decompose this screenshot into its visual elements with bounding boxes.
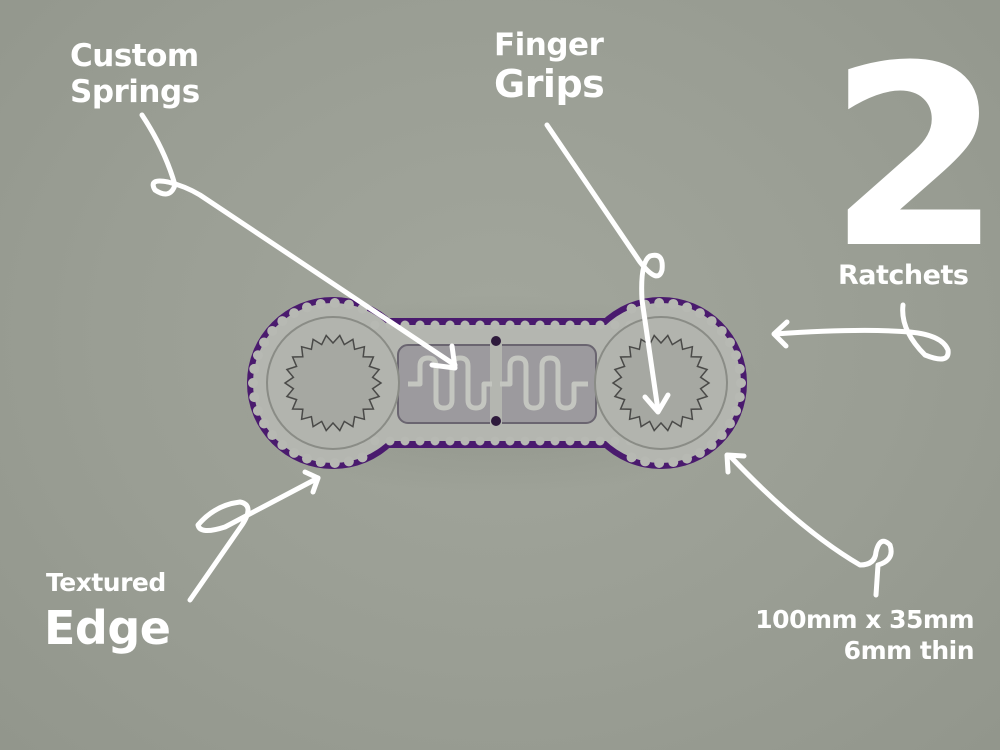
arrow-head <box>724 452 747 475</box>
ratchet-right <box>594 316 728 450</box>
label-custom: Custom <box>70 38 199 74</box>
hole-bottom <box>491 416 501 426</box>
label-dimensions: 100mm x 35mm 6mm thin <box>755 604 974 666</box>
arrow-head <box>302 469 321 495</box>
label-springs: Springs <box>70 74 200 110</box>
label-grips: Grips <box>494 62 605 106</box>
arrow-finger-grips <box>544 122 665 413</box>
label-custom-springs: Custom Springs <box>70 38 200 110</box>
spring-right <box>500 355 588 411</box>
label-size: 100mm x 35mm <box>755 605 974 634</box>
label-finger-grips: Finger Grips <box>494 27 605 106</box>
spring-left <box>408 355 492 411</box>
label-ratchet-count: 2 <box>828 12 1000 303</box>
label-textured: Textured <box>46 568 166 597</box>
label-ratchets: Ratchets <box>838 260 969 291</box>
label-thickness: 6mm thin <box>843 636 975 665</box>
ratchet-left <box>266 316 400 450</box>
arrow-textured-edge <box>187 475 321 603</box>
arrow-custom-springs <box>139 112 458 368</box>
arrow-dimensions <box>727 453 894 598</box>
arrow-head <box>429 343 458 371</box>
hole-top <box>491 336 501 346</box>
arrow-head <box>771 319 790 349</box>
label-finger: Finger <box>494 27 604 63</box>
center-divider <box>490 340 502 428</box>
arrow-head <box>642 392 671 415</box>
edge-bumps <box>248 298 746 468</box>
arrow-ratchets <box>772 302 951 362</box>
label-edge: Edge <box>44 601 171 655</box>
